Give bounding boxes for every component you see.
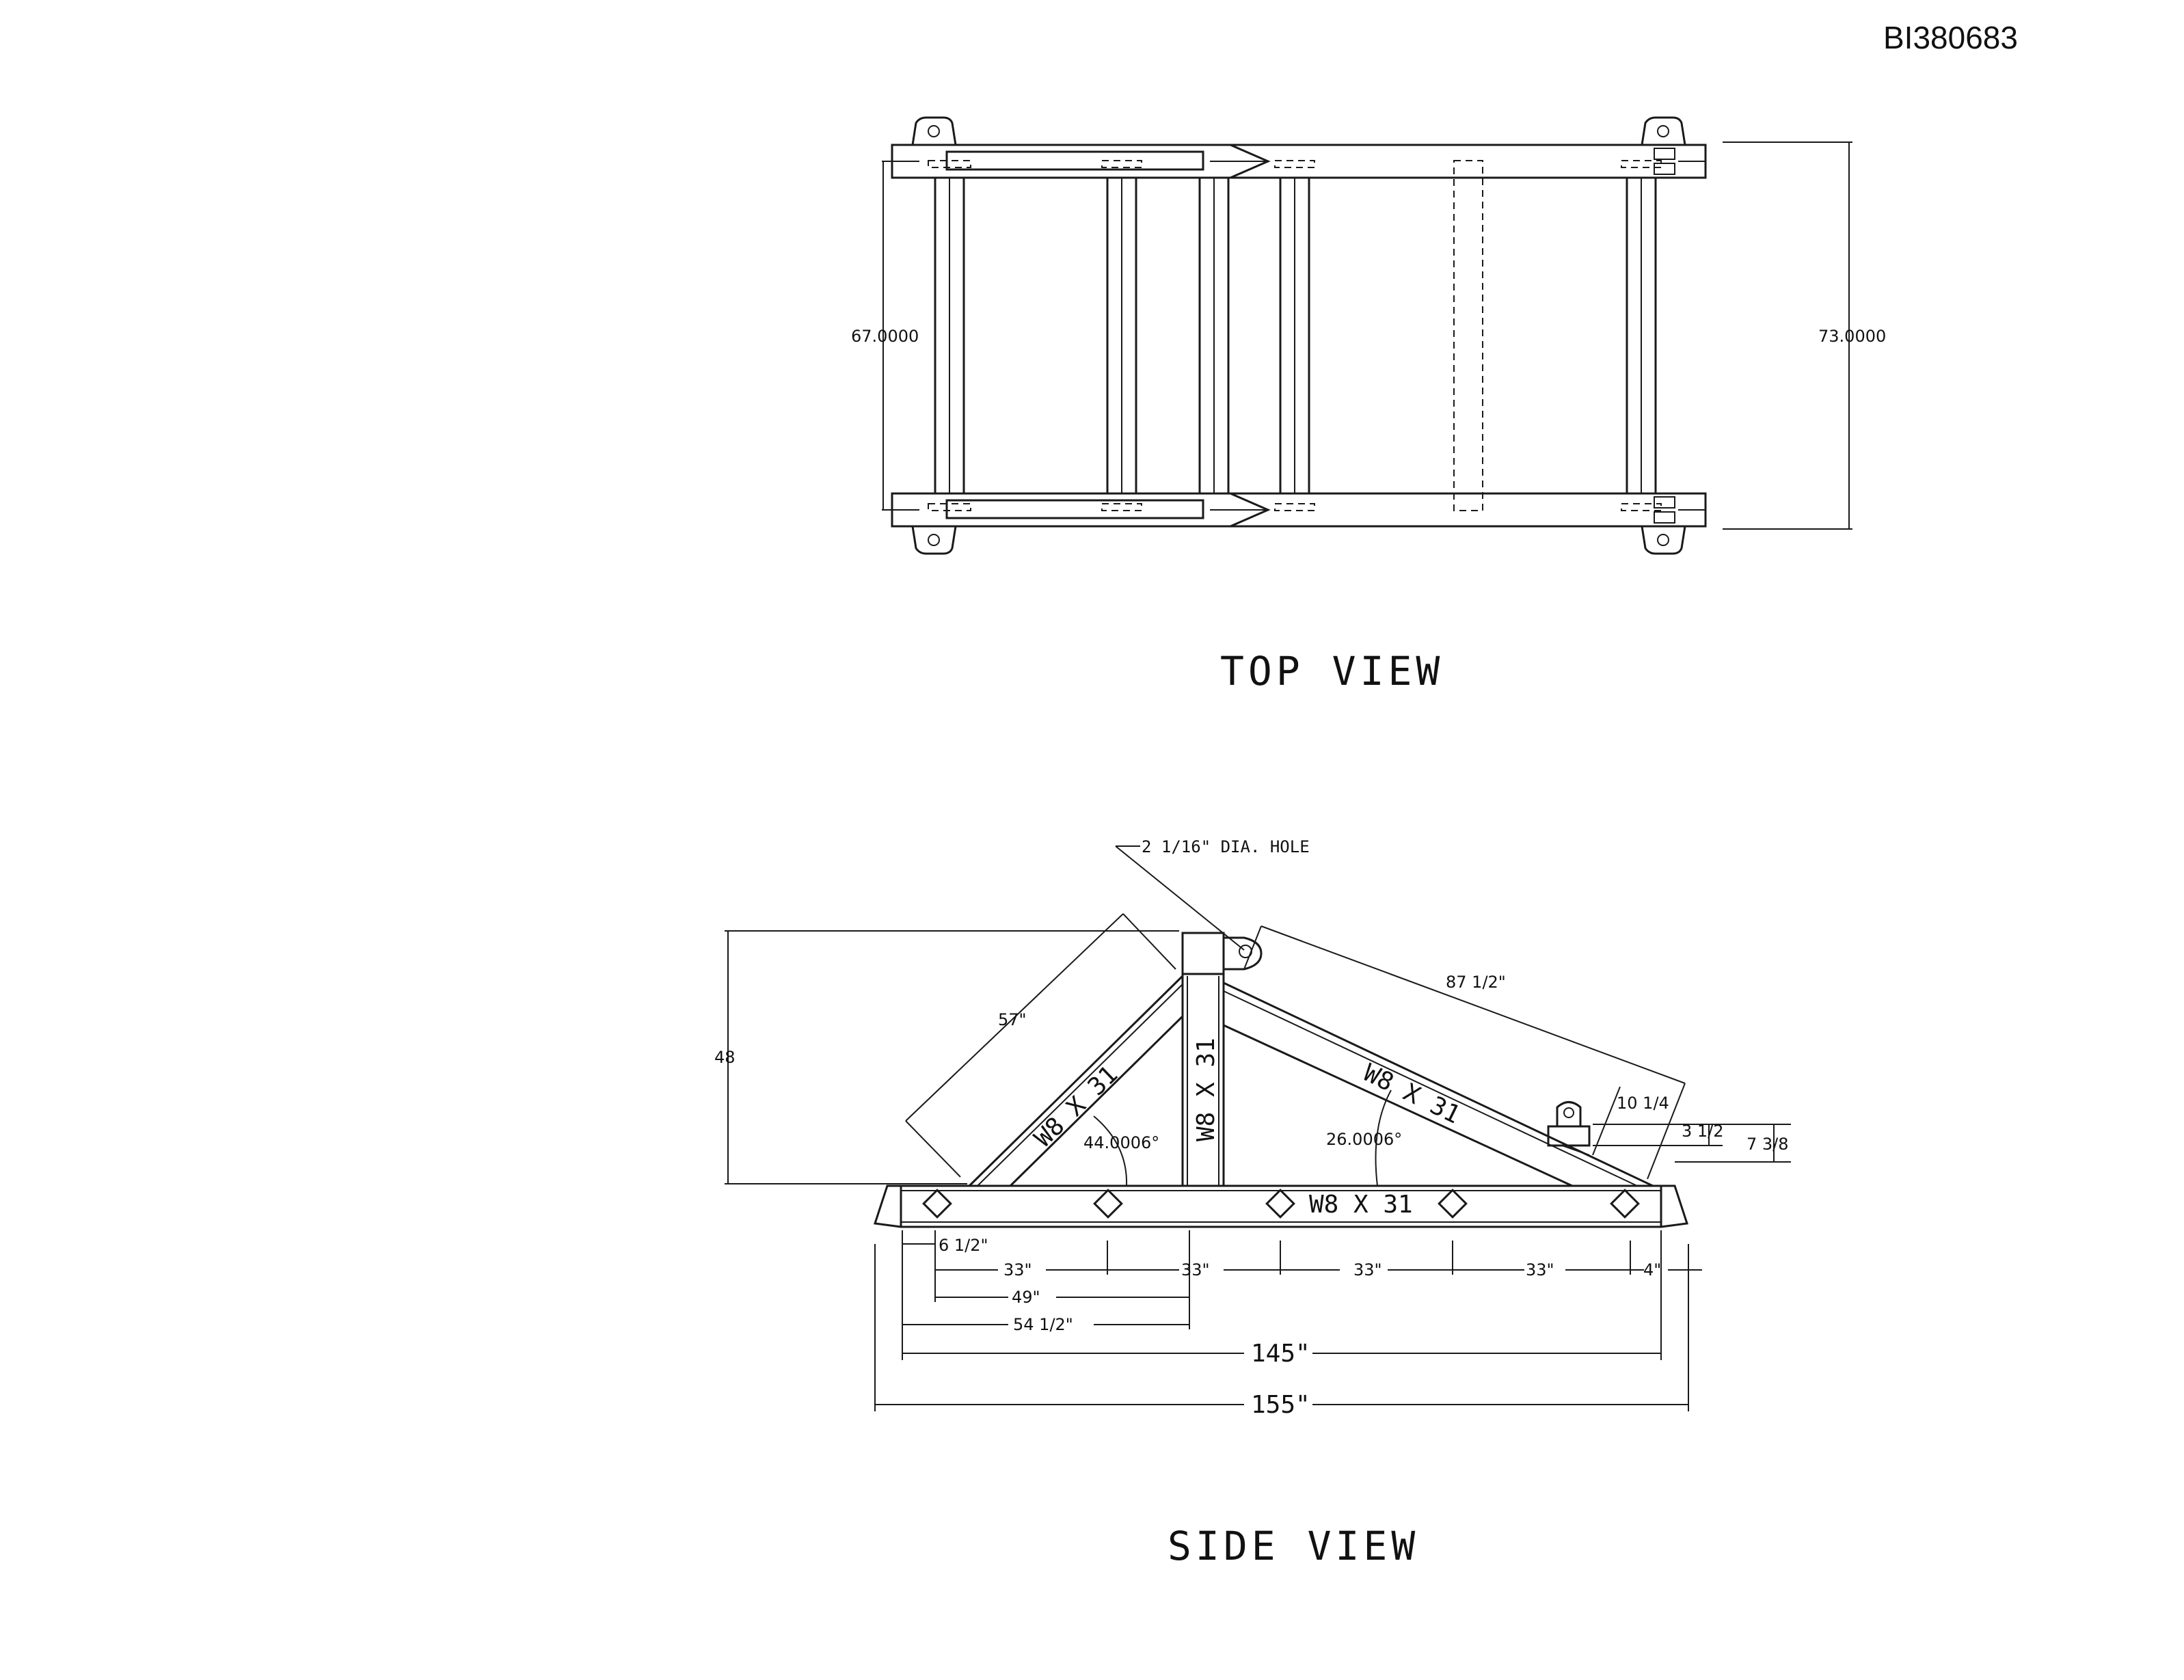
dim-inner-width: 67.0000	[851, 327, 919, 346]
dim-end-to-post: 54 1/2"	[1013, 1315, 1073, 1334]
dim-right-angle: 26.0006°	[1326, 1130, 1402, 1149]
dim-brace-to-post: 49"	[1012, 1288, 1040, 1307]
dim-height: 48	[714, 1048, 736, 1067]
cross-members	[928, 160, 1662, 511]
hole-callout: 2 1/16" DIA. HOLE	[1115, 837, 1310, 951]
dim-lug-offset-b: 7 3/8	[1747, 1135, 1789, 1154]
side-view: W8 X 31 W8 X 31 W8 X 31	[714, 837, 1791, 1569]
dim-beam-length: 145"	[1251, 1340, 1310, 1368]
top-rail	[891, 116, 1707, 179]
dim-end-offset: 6 1/2"	[939, 1236, 988, 1255]
left-brace: W8 X 31	[968, 975, 1184, 1187]
angle-dimensions: 44.0006° 26.0006°	[1083, 1089, 1402, 1187]
dim-spacing-1: 33"	[1003, 1260, 1032, 1279]
left-brace-length-dimension: 57"	[905, 913, 1179, 1178]
top-view: 67.0000 73.0000 TOP VIEW	[851, 116, 1886, 694]
dim-lug-offset-a: 3 1/2	[1682, 1122, 1724, 1141]
side-view-title: SIDE VIEW	[1168, 1523, 1419, 1569]
height-dimension: 48	[714, 930, 1179, 1184]
dim-lug-height: 10 1/4	[1617, 1094, 1669, 1113]
bottom-dimensions: 6 1/2" 33" 33" 33" 33" 4" 49" 54 1/2"	[874, 1230, 1702, 1419]
right-brace-length-dimension: 87 1/2"	[1243, 925, 1686, 1180]
bottom-rail	[891, 492, 1707, 555]
top-view-title: TOP VIEW	[1220, 648, 1444, 694]
document-id: BI380683	[1883, 20, 2018, 55]
base-beam-label: W8 X 31	[1309, 1191, 1413, 1219]
top-lug	[1224, 936, 1263, 971]
lug-dimensions: 10 1/4 3 1/2 7 3/8	[1592, 1086, 1791, 1163]
dim-overall-length: 155"	[1251, 1391, 1310, 1419]
vertical-post: W8 X 31	[1181, 932, 1225, 1187]
top-view-dimensions: 67.0000 73.0000	[851, 141, 1886, 530]
dim-outer-width: 73.0000	[1818, 327, 1886, 346]
dim-spacing-2: 33"	[1181, 1260, 1210, 1279]
dim-spacing-4: 33"	[1526, 1260, 1554, 1279]
base-holes	[922, 1189, 1640, 1219]
dim-right-brace: 87 1/2"	[1446, 973, 1506, 992]
vertical-post-label: W8 X 31	[1192, 1038, 1220, 1141]
base-beam: W8 X 31	[874, 1184, 1688, 1228]
dim-left-brace: 57"	[998, 1010, 1027, 1029]
dim-end-right: 4"	[1643, 1260, 1661, 1279]
hole-callout-text: 2 1/16" DIA. HOLE	[1142, 837, 1310, 856]
dim-left-angle: 44.0006°	[1083, 1133, 1159, 1152]
dim-spacing-3: 33"	[1353, 1260, 1382, 1279]
side-lug	[1547, 1101, 1591, 1156]
